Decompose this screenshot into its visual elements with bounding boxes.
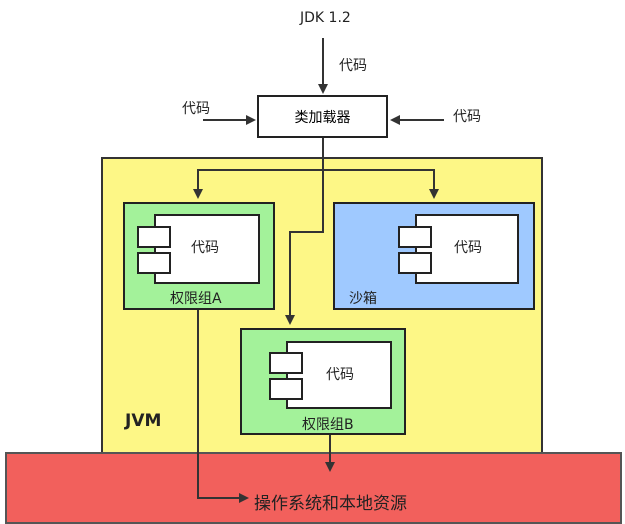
component-sandbox-tab-top <box>398 226 432 248</box>
component-sandbox: 代码 <box>415 214 519 284</box>
component-b-tab-bottom <box>269 378 303 400</box>
arrow-group-a-to-os <box>197 310 249 503</box>
component-a: 代码 <box>154 214 260 284</box>
permission-group-b: 代码 权限组B <box>240 328 406 435</box>
class-loader-box: 类加载器 <box>257 95 388 138</box>
os-region <box>5 452 622 524</box>
code-label-right: 代码 <box>453 109 481 125</box>
sandbox-label: 沙箱 <box>349 291 377 307</box>
class-loader-label: 类加载器 <box>294 109 351 126</box>
os-label: 操作系统和本地资源 <box>254 494 407 514</box>
component-sandbox-tab-bottom <box>398 252 432 274</box>
arrow-loader-to-sandbox <box>323 169 439 199</box>
permission-group-b-label: 权限组B <box>302 417 354 433</box>
arrow-loader-to-group-b <box>285 170 324 325</box>
arrow-loader-to-group-a <box>193 138 324 199</box>
component-sandbox-code: 代码 <box>454 240 482 256</box>
component-b: 代码 <box>286 341 392 409</box>
permission-group-a: 代码 权限组A <box>123 202 275 310</box>
component-b-tab-top <box>269 352 303 374</box>
component-a-code: 代码 <box>191 240 219 256</box>
component-b-code: 代码 <box>326 367 354 383</box>
component-a-tab-bottom <box>137 252 171 274</box>
code-label-left: 代码 <box>182 101 210 117</box>
code-label-top: 代码 <box>339 58 367 74</box>
jvm-label: JVM <box>125 411 162 431</box>
component-a-tab-top <box>137 226 171 248</box>
permission-group-a-label: 权限组A <box>170 291 222 307</box>
sandbox-box: 代码 沙箱 <box>333 202 535 310</box>
jdk-version-label: JDK 1.2 <box>300 10 351 26</box>
